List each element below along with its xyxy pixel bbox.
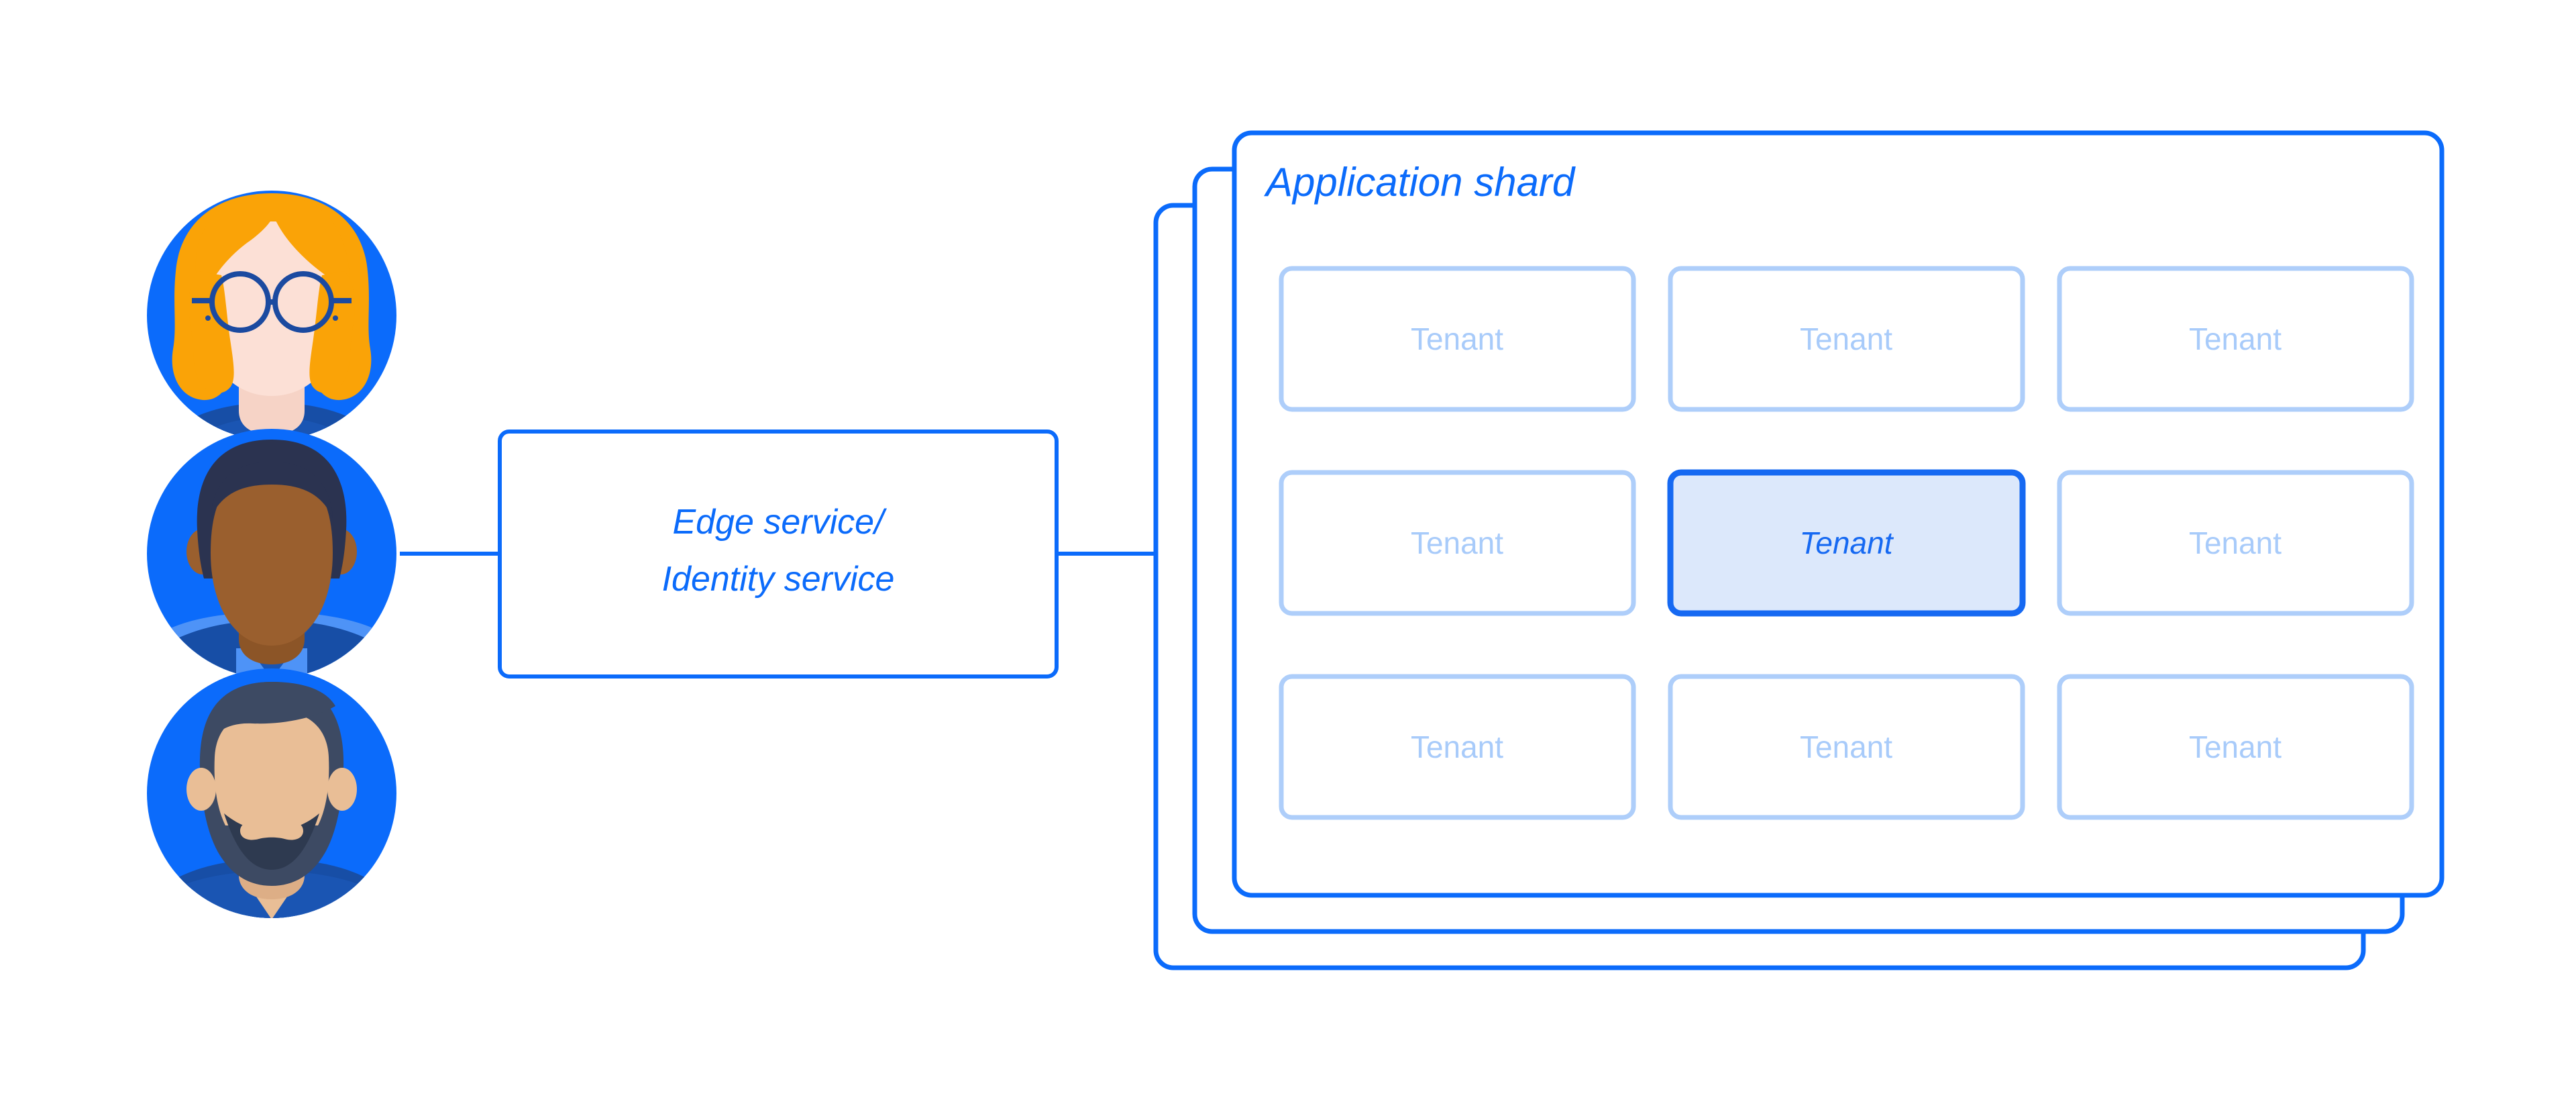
tenant-cell-outline [2057,470,2414,616]
freckle-left [205,315,211,321]
face [214,710,329,825]
tenant-cell[interactable] [2057,266,2414,412]
hair-fringe [195,195,350,303]
tenant-label: Tenant [2189,730,2282,764]
avatar-portrait [147,682,396,918]
avatar-user-2[interactable] [144,429,400,679]
glasses-icon [192,271,352,333]
tenant-cell-outline [1279,266,1636,412]
tenant-cell[interactable] [2057,470,2414,616]
tenant-cell-outline [1668,266,2025,412]
mouth [240,819,303,840]
edge-service-label-line1: Edge service/ [672,503,887,542]
avatar-user-3[interactable] [144,668,400,919]
edge-service-label-line2: Identity service [662,560,895,599]
tenant-cell[interactable] [1668,674,2025,820]
tenant-cell[interactable] [1668,266,2025,412]
hairline [211,462,333,518]
tenant-label: Tenant [1411,321,1503,356]
tenant-cell[interactable] [1279,266,1636,412]
face [199,221,345,396]
face [211,470,333,646]
tenant-label: Tenant [1800,730,1892,764]
tenant-cell-outline [2057,266,2414,412]
ear-right [327,768,357,811]
freckle-right [333,315,338,321]
tenant-cell-outline [1668,674,2025,820]
tenant-cell[interactable] [2057,674,2414,820]
edge-service-box-outline [498,430,1059,678]
tenant-cell-active-outline [1667,469,2026,617]
tenant-label: Tenant [2189,321,2282,356]
tenant-cell-outline [1279,470,1636,616]
tenant-label: Tenant [1411,730,1503,764]
tenant-label: Tenant [1800,321,1892,356]
edge-service-box[interactable] [498,430,1059,678]
tenant-label-active: Tenant [1800,525,1894,560]
tenant-cell[interactable] [1279,674,1636,820]
tenant-cell-active[interactable] [1667,469,2026,617]
tenant-label: Tenant [2189,525,2282,560]
hair-sweep [201,682,335,753]
tenant-cell-outline [2057,674,2414,820]
tenant-cell[interactable] [1279,470,1636,616]
tenant-cell-outline [1279,674,1636,820]
shard-title: Application shard [1264,160,1576,205]
tenant-label: Tenant [1411,525,1503,560]
ear-left [186,768,216,811]
